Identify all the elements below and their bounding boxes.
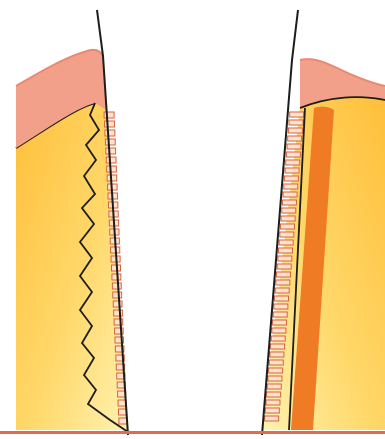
right-ligament-fiber <box>265 416 279 421</box>
right-ligament-fiber <box>289 120 303 125</box>
right-ligament-fiber <box>282 200 296 205</box>
left-ligament-fiber <box>119 418 127 424</box>
right-ligament-fiber <box>286 160 300 165</box>
right-ligament-fiber <box>265 408 279 413</box>
right-ligament-fiber <box>275 296 289 301</box>
right-ligament-fiber <box>267 392 281 397</box>
right-ligament-fiber <box>271 344 285 349</box>
right-ligament-fiber <box>288 128 302 133</box>
left-ligament-fiber <box>113 301 122 307</box>
right-ligament-fiber <box>288 136 302 141</box>
right-ligament-fiber <box>287 144 301 149</box>
right-ligament-fiber <box>274 304 288 309</box>
left-ligament-fiber <box>118 409 126 415</box>
right-ligament-fiber <box>266 400 280 405</box>
right-ligament-fiber <box>281 216 295 221</box>
left-ligament-fiber <box>106 148 116 154</box>
right-ligament-fiber <box>277 272 291 277</box>
right-ligament-fiber <box>276 280 290 285</box>
right-ligament-fiber <box>273 312 287 317</box>
bottom-baseline <box>0 431 385 434</box>
right-ligament-fiber <box>285 168 299 173</box>
right-ligament-fiber <box>267 384 281 389</box>
right-ligament-fiber <box>271 336 285 341</box>
right-ligament-fiber <box>284 176 298 181</box>
right-ligament-fiber <box>278 248 292 253</box>
left-ligament-fiber <box>105 130 115 136</box>
left-ligament-fiber <box>112 283 121 289</box>
right-ligament-fiber <box>283 192 297 197</box>
right-ligament-fiber <box>275 288 289 293</box>
right-ligament-fiber <box>278 256 292 261</box>
right-ligament-fiber <box>290 112 304 117</box>
left-ligament-fiber <box>106 157 116 163</box>
right-ligament-fiber <box>273 320 287 325</box>
left-ligament-fiber <box>105 121 115 127</box>
right-ligament-fiber <box>270 352 284 357</box>
right-ligament-fiber <box>268 376 282 381</box>
right-ligament-fiber <box>280 232 294 237</box>
right-ligament-fiber <box>282 208 296 213</box>
left-ligament-fiber <box>113 292 122 298</box>
right-ligament-fiber <box>280 224 294 229</box>
left-ligament-fiber <box>112 274 121 280</box>
right-ligament-fiber <box>286 152 300 157</box>
right-ligament-fiber <box>269 368 283 373</box>
left-ligament-fiber <box>104 112 114 118</box>
left-ligament-fiber <box>105 139 115 145</box>
right-ligament-fiber <box>277 264 291 269</box>
right-ligament-fiber <box>272 328 286 333</box>
right-ligament-fiber <box>279 240 293 245</box>
right-ligament-fiber <box>284 184 298 189</box>
right-ligament-fiber <box>269 360 283 365</box>
